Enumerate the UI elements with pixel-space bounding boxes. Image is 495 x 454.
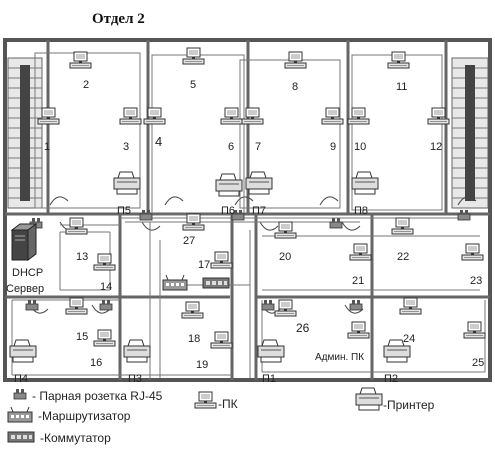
pc-number-1: 1 [44, 141, 50, 153]
legend-socket-label: - Парная розетка RJ-45 [32, 389, 163, 403]
pc-number-12: 12 [430, 141, 442, 153]
printer-label-p7: П7 [252, 205, 266, 217]
pc-number-13: 13 [76, 251, 88, 263]
pc-10 [347, 107, 370, 125]
router-icon [162, 274, 188, 291]
pc-number-26: 26 [296, 321, 310, 335]
pc-number-22: 22 [397, 251, 409, 263]
pc-number-11: 11 [396, 81, 407, 93]
pc-number-25: 25 [472, 357, 484, 369]
printer-label-p5: П5 [117, 205, 131, 217]
dhcp-server-label-1: DHCP [12, 267, 43, 279]
printer-labels: П5 П6 П7 П8 П4 П3 П1 П2 [14, 205, 398, 385]
pc-number-18: 18 [188, 333, 200, 345]
diagram-title: Отдел 2 [92, 11, 145, 27]
pc-number-17: 17 [198, 259, 210, 271]
socket-icon [139, 209, 153, 221]
pc-number-9: 9 [330, 141, 336, 153]
pc-24 [399, 297, 422, 315]
staircase-left [7, 57, 43, 209]
pc-number-16: 16 [90, 357, 102, 369]
socket-icon [99, 299, 113, 311]
legend-printer-icon [355, 387, 383, 411]
pc-number-2: 2 [83, 79, 89, 91]
pc-17 [210, 251, 233, 269]
legend-pc-label: -ПК [218, 397, 238, 411]
printer-p7 [245, 171, 273, 195]
legend-switch-label: -Коммутатор [40, 431, 111, 445]
pc-admin [347, 321, 370, 339]
pc-16 [93, 329, 116, 347]
pc-26 [274, 299, 297, 317]
pc-22 [391, 217, 414, 235]
staircase-right [451, 57, 489, 209]
pc-numbers: 2 5 8 11 1 3 4 6 7 9 10 12 13 14 27 17 2… [44, 79, 484, 371]
printer-p4 [9, 339, 37, 363]
pc-number-24: 24 [403, 333, 415, 345]
socket-icon [329, 217, 343, 229]
pc-number-3: 3 [123, 141, 129, 153]
legend-router-icon [7, 406, 33, 423]
printer-label-p8: П8 [354, 205, 368, 217]
pc-18 [181, 301, 204, 319]
walls [3, 38, 492, 382]
pc-3 [119, 107, 142, 125]
pc-number-8: 8 [292, 81, 298, 93]
pc-14 [93, 253, 116, 271]
socket-icon [457, 209, 471, 221]
pc-number-14: 14 [100, 281, 112, 293]
pc-23 [461, 243, 484, 261]
pc-number-10: 10 [354, 141, 366, 153]
printer-label-p4: П4 [14, 373, 28, 385]
dhcp-server-icon [11, 223, 37, 261]
legend: - Парная розетка RJ-45 -Маршрутизатор -К… [7, 387, 435, 445]
pc-6 [220, 107, 243, 125]
switch-icon [202, 277, 230, 289]
pc-19 [210, 331, 233, 349]
pc-5 [182, 47, 205, 65]
pc-number-23: 23 [470, 275, 482, 287]
legend-switch-icon [7, 431, 35, 443]
pc-25 [463, 321, 486, 339]
printer-label-p6: П6 [221, 205, 235, 217]
pc-21 [349, 243, 372, 261]
pc-number-20: 20 [279, 251, 291, 263]
printer-label-p2: П2 [384, 373, 398, 385]
legend-socket-icon [13, 388, 27, 400]
pc-number-6: 6 [228, 141, 234, 153]
legend-pc-icon [194, 391, 217, 409]
printer-label-p3: П3 [128, 373, 142, 385]
pc-number-4: 4 [155, 134, 162, 149]
socket-icon [261, 299, 275, 311]
pc-11 [387, 51, 410, 69]
printer-p8 [351, 171, 379, 195]
socket-icon [25, 299, 39, 311]
printer-p5 [113, 171, 141, 195]
legend-router-label: -Маршрутизатор [38, 409, 131, 423]
pc-number-27: 27 [183, 235, 195, 247]
pc-number-7: 7 [255, 141, 261, 153]
pc-number-21: 21 [352, 275, 364, 287]
pc-number-5: 5 [190, 79, 196, 91]
pc-2 [69, 51, 92, 69]
printer-p3 [123, 339, 151, 363]
dhcp-server-label-2: Сервер [6, 283, 44, 295]
pc-13 [65, 217, 88, 235]
admin-pc-label: Админ. ПК [315, 352, 364, 363]
printer-p6 [215, 173, 243, 197]
legend-printer-label: -Принтер [383, 398, 435, 412]
pc-number-15: 15 [76, 331, 88, 343]
printer-label-p1: П1 [262, 373, 276, 385]
pc-20 [274, 221, 297, 239]
pc-7 [241, 107, 264, 125]
pc-number-19: 19 [196, 359, 208, 371]
socket-icon [349, 299, 363, 311]
